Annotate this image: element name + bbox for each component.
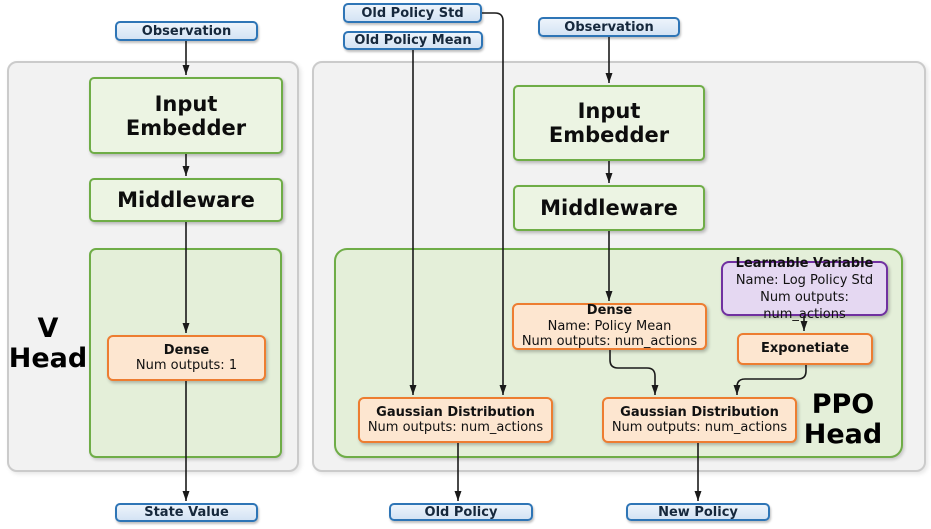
v-input-embedder-label: Input Embedder	[125, 91, 247, 140]
gaussian-old-title: Gaussian Distribution	[376, 404, 535, 420]
ppo-middleware-label: Middleware	[540, 196, 678, 220]
ppo-head-label-line1: PPO	[811, 389, 875, 420]
ppo-observation-node: Observation	[538, 17, 680, 37]
ppo-observation-label: Observation	[564, 19, 654, 35]
gaussian-new-outputs: Num outputs: num_actions	[611, 420, 788, 435]
gaussian-old-outputs: Num outputs: num_actions	[367, 420, 544, 435]
old-policy-mean-label: Old Policy Mean	[354, 33, 472, 48]
ppo-dense-name: Name: Policy Mean	[547, 318, 672, 334]
learnable-variable-name: Name: Log Policy Std	[735, 272, 874, 288]
exponetiate-node: Exponetiate	[737, 333, 873, 365]
new-policy-label: New Policy	[658, 504, 738, 520]
v-dense-outputs: Num outputs: 1	[135, 358, 238, 373]
gaussian-distribution-old-node: Gaussian Distribution Num outputs: num_a…	[358, 397, 553, 443]
v-middleware-node: Middleware	[89, 178, 283, 222]
v-input-embedder-node: Input Embedder	[89, 77, 283, 154]
old-policy-label: Old Policy	[424, 504, 498, 520]
ppo-input-embedder-label: Input Embedder	[548, 99, 670, 147]
v-head-label-line2: Head	[8, 343, 88, 374]
ppo-input-embedder-node: Input Embedder	[513, 85, 705, 161]
v-dense-title: Dense	[163, 342, 210, 358]
new-policy-node: New Policy	[626, 503, 770, 521]
ppo-middleware-node: Middleware	[513, 185, 705, 231]
state-value-label: State Value	[144, 505, 229, 520]
v-head-label: V Head	[8, 314, 88, 374]
old-policy-std-label: Old Policy Std	[361, 5, 464, 21]
ppo-dense-title: Dense	[586, 303, 633, 319]
learnable-variable-outputs: Num outputs: num_actions	[760, 289, 849, 322]
ppo-dense-node: Dense Name: Policy Mean Num outputs: num…	[512, 303, 707, 350]
old-policy-std-node: Old Policy Std	[343, 3, 482, 23]
old-policy-mean-node: Old Policy Mean	[343, 31, 483, 50]
state-value-node: State Value	[115, 503, 258, 522]
gaussian-distribution-new-node: Gaussian Distribution Num outputs: num_a…	[602, 397, 797, 443]
learnable-variable-node: Learnable Variable Name: Log Policy Std …	[721, 256, 888, 322]
v-middleware-label: Middleware	[117, 188, 255, 212]
v-observation-node: Observation	[115, 21, 258, 41]
learnable-variable-title: Learnable Variable	[735, 255, 874, 271]
exponetiate-label: Exponetiate	[760, 341, 850, 357]
v-dense-node: Dense Num outputs: 1	[107, 335, 266, 381]
v-observation-label: Observation	[141, 23, 232, 39]
v-head-label-line1: V	[37, 313, 59, 344]
ppo-head-label-line2: Head	[803, 419, 883, 450]
ppo-head-label: PPO Head	[793, 390, 893, 450]
old-policy-node: Old Policy	[389, 503, 533, 521]
ppo-dense-outputs: Num outputs: num_actions	[521, 334, 698, 350]
gaussian-new-title: Gaussian Distribution	[620, 404, 779, 420]
